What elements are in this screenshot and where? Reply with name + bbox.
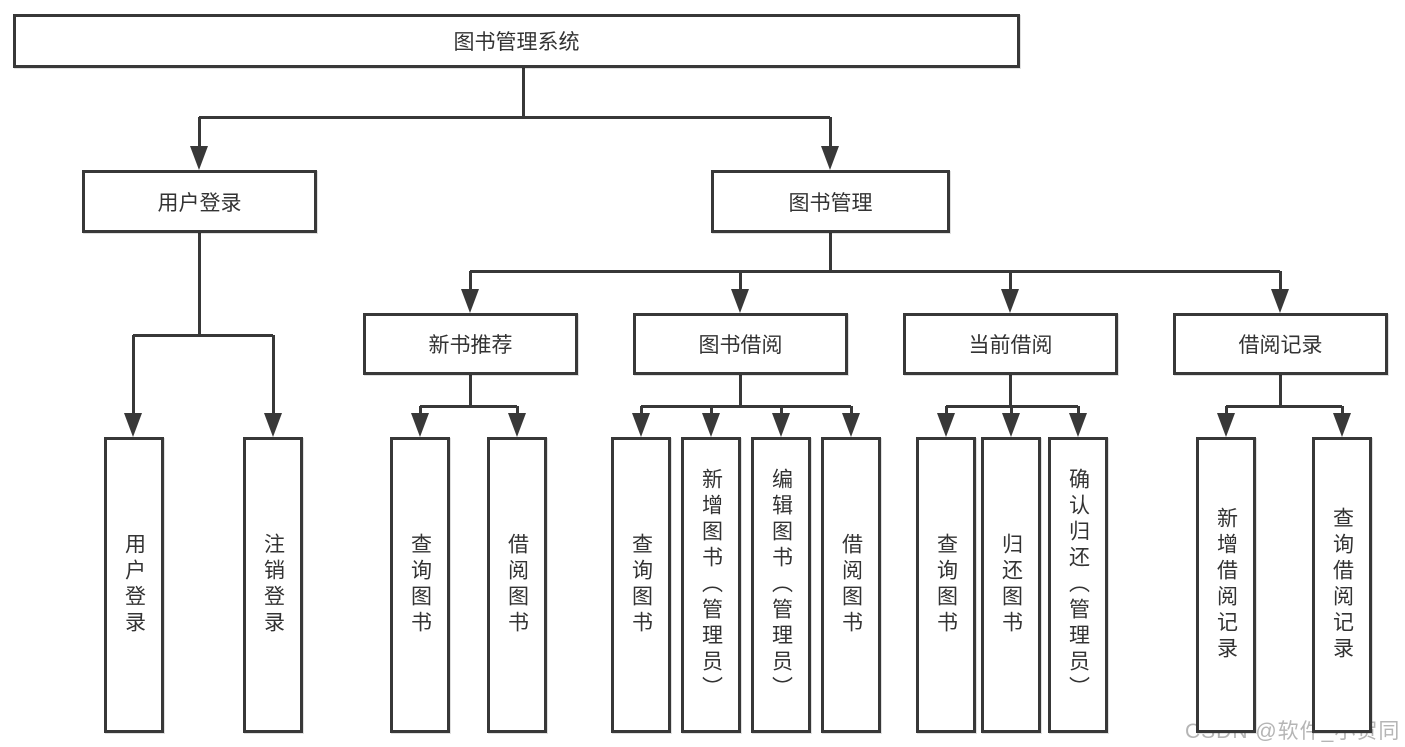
connector-line: [1340, 406, 1344, 415]
node-book-borrowing: 图书借阅: [633, 313, 848, 375]
connector-line: [133, 333, 273, 337]
connector-line: [738, 375, 742, 406]
arrow-down-icon: [264, 413, 282, 437]
connector-line: [779, 406, 783, 415]
arrow-down-icon: [1001, 289, 1019, 313]
node-leaf-borrow-books: 借阅图书: [821, 437, 881, 733]
node-label: 借阅图书: [839, 533, 863, 637]
node-user-login: 用户登录: [82, 170, 317, 233]
node-label: 用户登录: [157, 191, 242, 215]
arrow-down-icon: [1217, 413, 1235, 437]
connector-line: [828, 233, 832, 271]
node-label: 查询借阅记录: [1330, 507, 1354, 663]
node-label: 归还图书: [999, 533, 1023, 637]
node-leaf-add-books-admin: 新增图书（管理员）: [681, 437, 741, 733]
arrow-down-icon: [772, 413, 790, 437]
connector-line: [197, 117, 201, 148]
arrow-down-icon: [842, 413, 860, 437]
arrow-down-icon: [632, 413, 650, 437]
connector-line: [738, 271, 742, 291]
connector-line: [1224, 406, 1228, 415]
arrow-down-icon: [508, 413, 526, 437]
connector-line: [641, 404, 851, 408]
connector-line: [1226, 404, 1342, 408]
connector-line: [849, 406, 853, 415]
arrow-down-icon: [731, 289, 749, 313]
node-label: 查询图书: [934, 533, 958, 637]
connector-line: [420, 404, 517, 408]
connector-line: [515, 406, 519, 415]
node-leaf-query-books-current: 查询图书: [916, 437, 976, 733]
arrow-down-icon: [1002, 413, 1020, 437]
node-label: 确认归还（管理员）: [1066, 468, 1090, 702]
connector-line: [1009, 406, 1013, 415]
arrow-down-icon: [821, 146, 839, 170]
arrow-down-icon: [702, 413, 720, 437]
node-library-management-system: 图书管理系统: [13, 14, 1020, 68]
node-leaf-query-books-borrow: 查询图书: [611, 437, 671, 733]
connector-line: [521, 68, 525, 117]
node-leaf-borrow-books-recommend: 借阅图书: [487, 437, 547, 733]
node-label: 查询图书: [629, 533, 653, 637]
node-label: 用户登录: [122, 533, 146, 637]
arrow-down-icon: [124, 413, 142, 437]
connector-line: [1278, 271, 1282, 291]
node-label: 查询图书: [408, 533, 432, 637]
arrow-down-icon: [937, 413, 955, 437]
connector-line: [1008, 271, 1012, 291]
connector-line: [468, 271, 472, 291]
node-label: 编辑图书（管理员）: [769, 468, 793, 702]
node-label: 注销登录: [261, 533, 285, 637]
connector-line: [828, 117, 832, 148]
node-new-book-recommendation: 新书推荐: [363, 313, 578, 375]
connector-line: [944, 406, 948, 415]
arrow-down-icon: [1333, 413, 1351, 437]
connector-line: [271, 335, 275, 415]
node-label: 借阅图书: [505, 533, 529, 637]
node-label: 图书管理系统: [453, 31, 580, 54]
node-leaf-confirm-return-admin: 确认归还（管理员）: [1048, 437, 1108, 733]
arrow-down-icon: [1069, 413, 1087, 437]
node-book-management: 图书管理: [711, 170, 950, 233]
node-label: 新增借阅记录: [1214, 507, 1238, 663]
connector-line: [709, 406, 713, 415]
connector-line: [131, 335, 135, 415]
node-current-borrowing: 当前借阅: [903, 313, 1118, 375]
connector-line: [1008, 375, 1012, 406]
node-leaf-edit-books-admin: 编辑图书（管理员）: [751, 437, 811, 733]
arrow-down-icon: [190, 146, 208, 170]
connector-line: [468, 375, 472, 406]
arrow-down-icon: [1271, 289, 1289, 313]
connector-line: [639, 406, 643, 415]
connector-line: [1278, 375, 1282, 406]
node-leaf-user-login: 用户登录: [104, 437, 164, 733]
node-label: 新书推荐: [428, 334, 513, 357]
node-label: 借阅记录: [1238, 334, 1323, 357]
node-label: 新增图书（管理员）: [699, 468, 723, 702]
node-label: 图书借阅: [698, 334, 783, 357]
node-label: 当前借阅: [968, 334, 1053, 357]
connector-line: [418, 406, 422, 415]
node-leaf-query-borrow-record: 查询借阅记录: [1312, 437, 1372, 733]
connector-line: [1076, 406, 1080, 415]
node-leaf-add-borrow-record: 新增借阅记录: [1196, 437, 1256, 733]
node-leaf-query-books-recommend: 查询图书: [390, 437, 450, 733]
node-leaf-return-books: 归还图书: [981, 437, 1041, 733]
node-label: 图书管理: [788, 191, 873, 215]
connector-line: [470, 269, 1280, 273]
connector-line: [197, 233, 201, 335]
node-borrowing-records: 借阅记录: [1173, 313, 1388, 375]
node-leaf-logout: 注销登录: [243, 437, 303, 733]
arrow-down-icon: [461, 289, 479, 313]
connector-line: [199, 115, 830, 119]
arrow-down-icon: [411, 413, 429, 437]
